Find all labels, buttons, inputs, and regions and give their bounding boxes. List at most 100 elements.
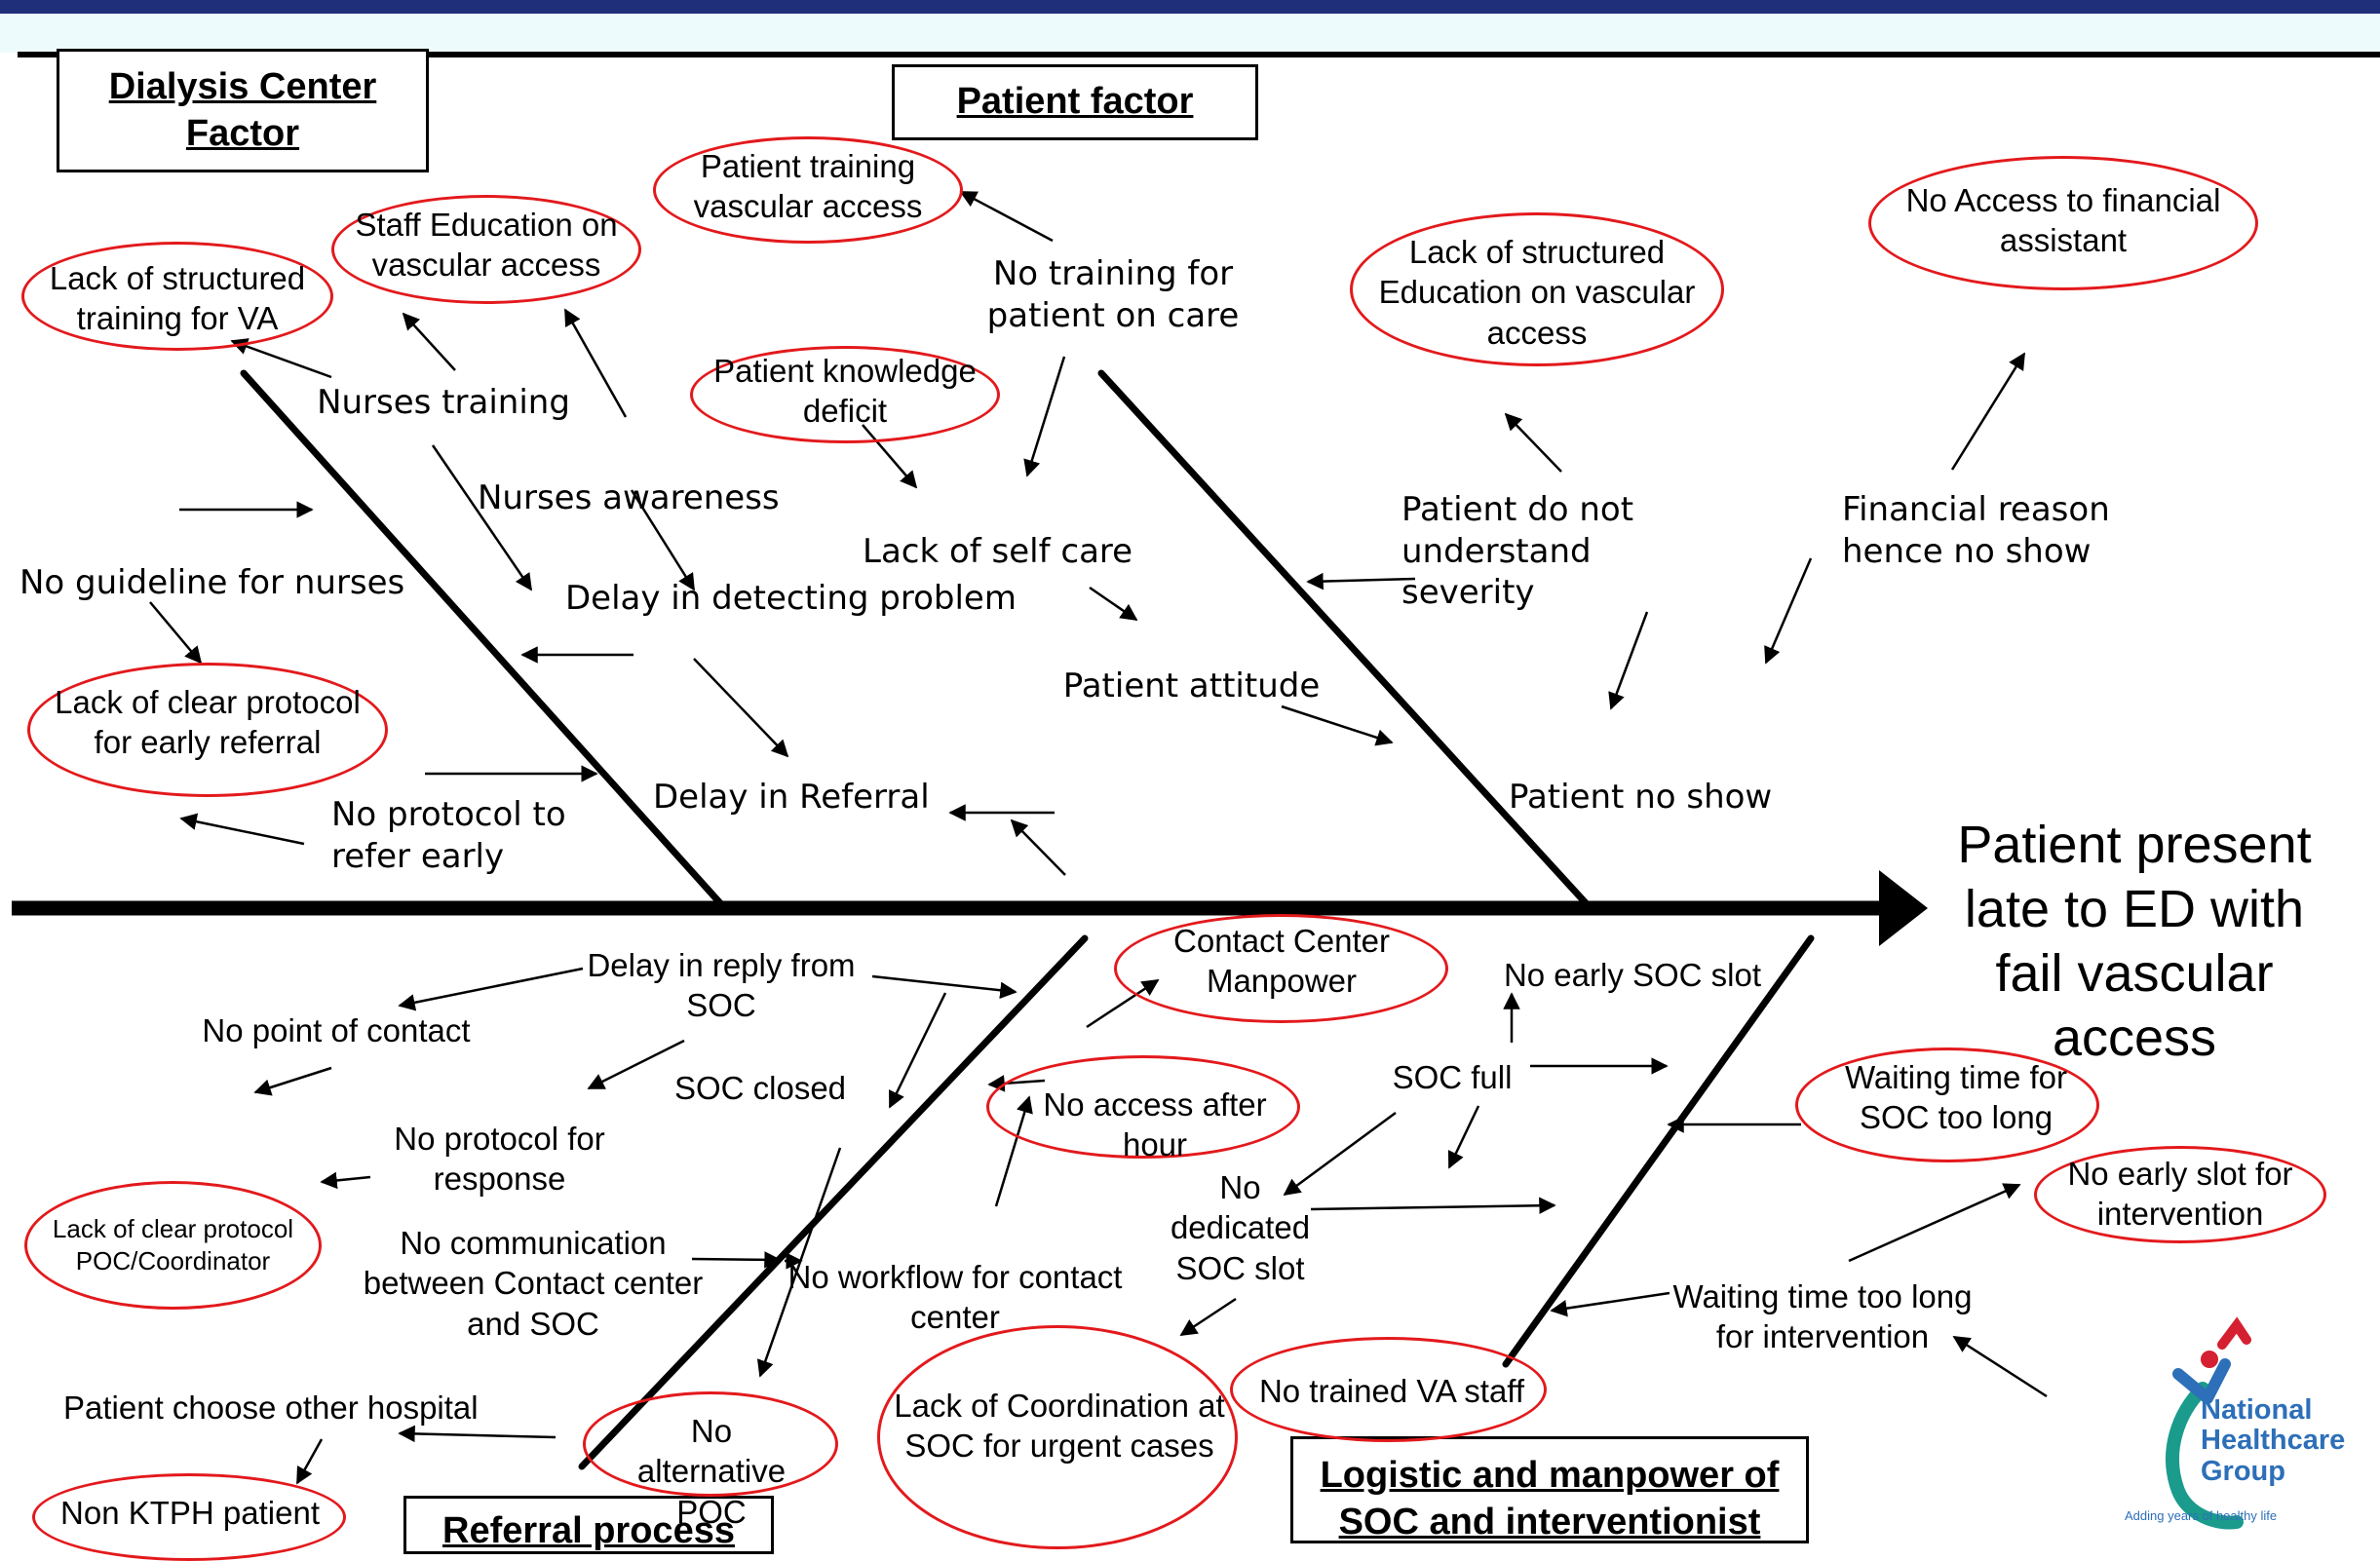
arrow-choose-to-nonktph	[295, 1438, 324, 1485]
oval-contact-center-manpower	[1114, 914, 1448, 1023]
arrow-understand-down	[1608, 611, 1649, 710]
cause-no-point-contact: No point of contact	[202, 1012, 471, 1048]
arrow-delay-reply-to-point	[398, 967, 584, 1011]
cause-no-early-soc-slot: No early SOC slot	[1503, 957, 1762, 993]
oval-lack-structured-training	[21, 242, 333, 351]
oval-no-access-after-hour	[986, 1055, 1300, 1159]
arrow-nurses-training-to-staff-edu	[402, 312, 456, 371]
arrow-logo-to-waiting	[1952, 1335, 2048, 1398]
cause-no-protocol-refer: No protocol to refer early	[331, 795, 566, 876]
category-box-patient: Patient factor	[892, 64, 1258, 140]
cause-staff-education: Staff Education on vascular access	[355, 207, 618, 284]
header-strip	[0, 14, 2380, 53]
arrow-waiting-intervention-to-bone	[1550, 1291, 1670, 1317]
arrow-nurses-training-down	[431, 444, 533, 591]
arrow-soc-full-to-dedicated	[1283, 1111, 1397, 1197]
cause-delay-reply-soc: Delay in reply from SOC	[587, 947, 856, 1024]
arrow-nurses-training-to-lack-training	[230, 338, 332, 379]
arrow-guideline-to-protocol	[149, 601, 203, 665]
oval-lack-clear-protocol-referral	[27, 663, 388, 797]
arrow-no-protocol-response-left	[320, 1171, 371, 1190]
bone-patient	[1097, 369, 1593, 910]
arrow-delay-reply-down	[888, 992, 947, 1109]
cause-lack-clear-protocol-poc: Lack of clear protocol POC/Coordinator	[52, 1214, 294, 1275]
cause-patient-attitude: Patient attitude	[1062, 666, 1321, 705]
cause-no-dedicated-soc: No dedicated SOC slot	[1170, 1169, 1311, 1286]
cause-lack-clear-protocol-referral: Lack of clear protocol for early referra…	[55, 684, 361, 761]
cause-no-protocol-response: No protocol for response	[394, 1121, 605, 1198]
nhg-logo-icon	[2166, 1316, 2251, 1530]
spine-arrowhead	[1879, 870, 1928, 946]
arrow-delay-reply-right	[871, 974, 1017, 999]
arrow-communication-right	[691, 1251, 782, 1269]
cause-no-access-financial: No Access to financial assistant	[1905, 182, 2221, 259]
cause-soc-full: SOC full	[1392, 1059, 1513, 1095]
bone-dialysis-center	[240, 369, 725, 908]
cause-delay-detecting: Delay in detecting problem	[565, 579, 1017, 618]
cause-no-training-patient-care: No training for patient on care	[986, 254, 1240, 335]
arrow-soc-closed-down	[756, 1147, 842, 1378]
cause-soc-closed: SOC closed	[673, 1070, 847, 1106]
effect-label: Patient present late to ED with fail vas…	[1957, 816, 2312, 1067]
header-bar	[0, 0, 2380, 14]
oval-waiting-soc	[1795, 1047, 2099, 1162]
cause-waiting-soc: Waiting time for SOC too long	[1844, 1059, 2067, 1136]
cause-no-communication: No communication between Contact center …	[363, 1225, 704, 1342]
oval-lack-structured-education	[1350, 212, 1724, 366]
cause-contact-center-manpower: Contact Center Manpower	[1173, 923, 1390, 1000]
category-dialysis-center: Dialysis Center Factor	[108, 66, 377, 154]
oval-no-alternative-poc	[583, 1391, 838, 1497]
arrow-nurses-awareness-down	[630, 489, 696, 591]
category-patient: Patient factor	[956, 81, 1194, 123]
oval-patient-knowledge	[690, 346, 1000, 443]
category-box-logistic: Logistic and manpower of SOC and interve…	[1290, 1436, 1809, 1543]
cause-non-ktph: Non KTPH patient	[60, 1495, 320, 1531]
arrow-to-early-slot	[1848, 1183, 2021, 1263]
arrow-financial-down	[1764, 557, 1813, 665]
arrow-choose-to-left	[398, 1425, 557, 1443]
oval-lack-clear-protocol-poc	[24, 1181, 322, 1310]
arrow-no-training-to-patient-training	[959, 190, 1054, 243]
cause-nurses-training: Nurses training	[317, 383, 570, 422]
category-box-dialysis-center: Dialysis Center Factor	[57, 49, 429, 172]
arrow-understand-to-bone	[1306, 572, 1416, 590]
arrow-understand-to-education	[1504, 412, 1562, 473]
cause-no-access-after-hour: No access after hour	[1043, 1086, 1267, 1163]
logo-name: National Healthcare Group	[2201, 1394, 2346, 1487]
cause-patient-no-show: Patient no show	[1509, 778, 1773, 817]
arrow-attitude-to-bone	[1281, 704, 1394, 746]
arrow-soc-full-down	[1447, 1105, 1480, 1169]
cause-no-workflow: No workflow for contact center	[787, 1259, 1123, 1336]
cause-no-early-slot-intervention: No early slot for intervention	[2067, 1156, 2293, 1233]
oval-no-access-financial	[1868, 156, 2258, 290]
arrow-to-delay-referral	[1010, 819, 1066, 876]
oval-no-trained-va	[1230, 1337, 1547, 1442]
cause-delay-referral: Delay in Referral	[653, 778, 930, 817]
oval-no-early-slot	[2034, 1146, 2326, 1243]
arrow-financial-to-access	[1950, 352, 2026, 471]
arrow-selfcare-to-attitude	[1089, 586, 1138, 622]
cause-patient-choose-other: Patient choose other hospital	[63, 1390, 479, 1426]
arrow-dedicated-down	[1179, 1297, 1237, 1337]
cause-patient-knowledge-deficit: Patient knowledge deficit	[713, 353, 977, 430]
arrow-no-protocol-refer-to-oval	[179, 813, 305, 846]
logo-tagline: Adding years of healthy life	[2125, 1508, 2278, 1523]
arrow-to-soc-closed	[587, 1039, 685, 1090]
cause-nurses-awareness: Nurses awareness	[478, 478, 780, 517]
arrow-no-training-down	[1023, 356, 1066, 477]
oval-patient-training-va	[653, 136, 963, 244]
cause-lack-structured-education: Lack of structured Education on vascular…	[1378, 234, 1696, 351]
cause-lack-coordination: Lack of Coordination at SOC for urgent c…	[894, 1388, 1225, 1465]
cause-lack-structured-training: Lack of structured training for VA	[49, 260, 306, 337]
cause-waiting-intervention: Waiting time too long for intervention	[1672, 1278, 1973, 1355]
cause-lack-self-care: Lack of self care	[863, 532, 1133, 571]
bone-logistic	[1502, 934, 1815, 1368]
cause-no-guideline-nurses: No guideline for nurses	[19, 563, 405, 602]
cause-no-alternative-poc: No alternative POC	[636, 1413, 787, 1530]
arrow-delay-detect-to-referral	[693, 658, 789, 758]
cause-patient-not-understand: Patient do not understand severity	[1401, 490, 1634, 612]
cause-financial-reason: Financial reason hence no show	[1842, 490, 2110, 571]
cause-patient-training-va: Patient training vascular access	[693, 148, 923, 225]
oval-staff-education	[331, 195, 641, 304]
